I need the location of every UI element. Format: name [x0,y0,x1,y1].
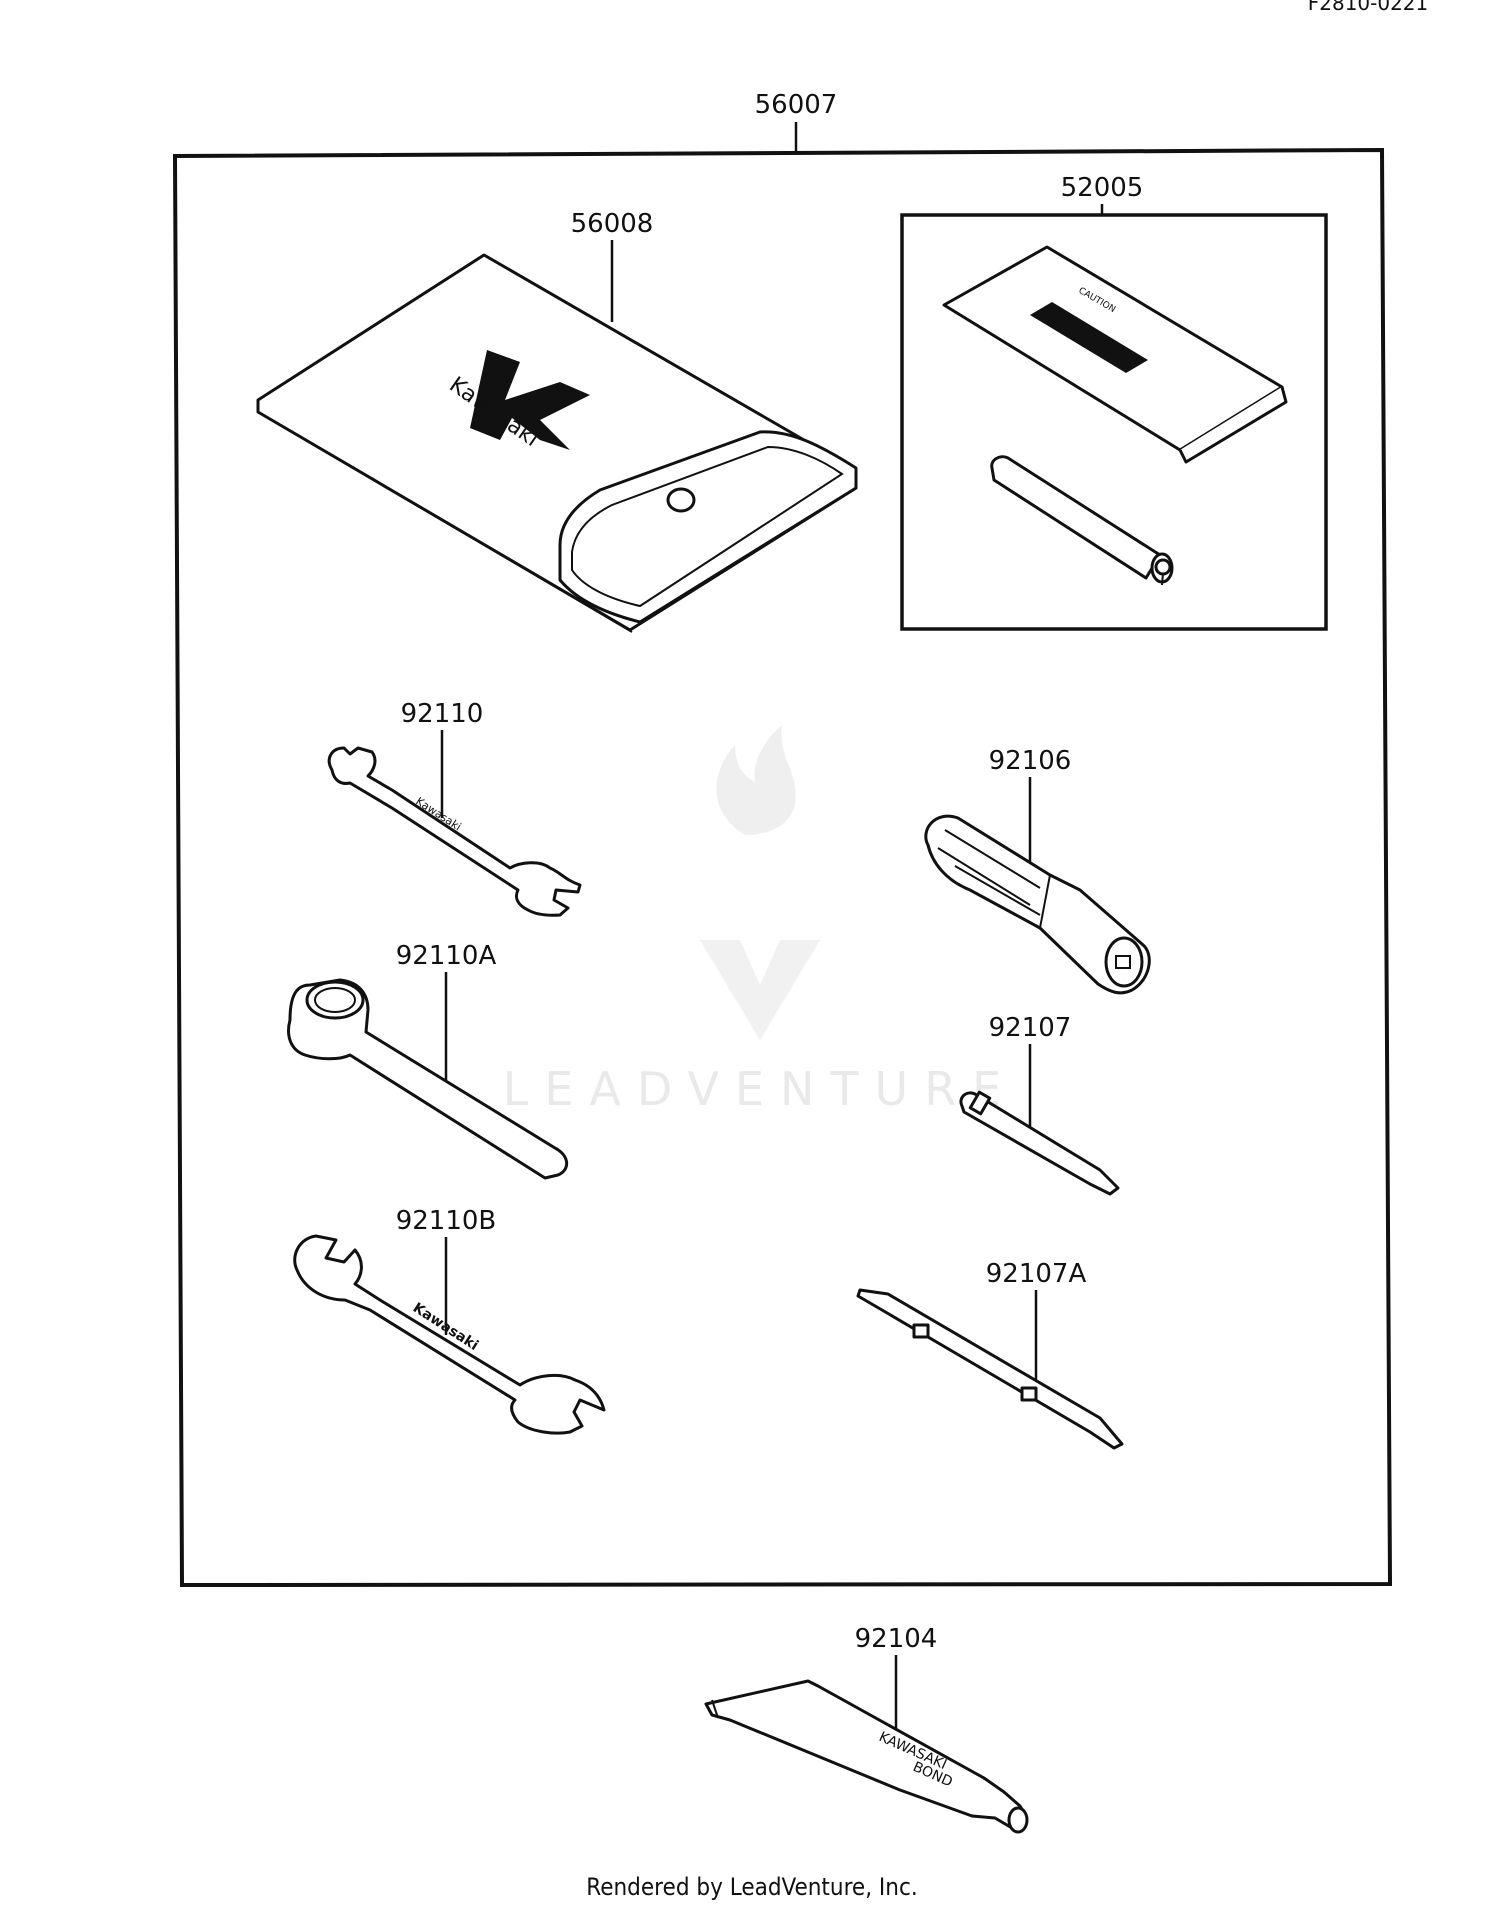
label-92107A: 92107A [986,1259,1087,1289]
kit-frame [172,147,1393,1588]
wrench-b-body [293,1234,606,1435]
footer-credit: Rendered by LeadVenture, Inc. [586,1873,917,1901]
watermark-text: LEADVENTURE [503,1062,1018,1116]
label-56008: 56008 [571,209,654,239]
grease-tube-small [990,455,1174,586]
screwdriver-92107: 92107 [959,1013,1120,1196]
handle-92106: 92106 [924,746,1151,995]
manual-set-52005: 52005 CAUTION [900,173,1328,631]
wrench-92110B: 92110B Kawasaki [293,1206,606,1435]
label-92107: 92107 [989,1013,1072,1043]
bond-tube-92104: 92104 KAWASAKI BOND [704,1624,1029,1834]
label-92110: 92110 [401,699,484,729]
wrench-92110: 92110 Kawasaki [327,699,582,917]
drawing-code: F2810-0221 [1308,0,1429,15]
kit-56007: 56007 [172,90,1393,1588]
pouch-snap [666,487,696,513]
screwdriver-92107A: 92107A [856,1259,1124,1450]
screwdriver-shaft [959,1091,1120,1196]
wrench-body [327,746,582,917]
box-wrench-92110A: 92110A [287,941,569,1180]
label-92110B: 92110B [396,1206,497,1236]
manual-set-frame [900,213,1328,631]
leadventure-watermark: LEADVENTURE [503,725,1018,1116]
pouch-56008: 56008 Kawasaki [256,209,858,633]
label-56007: 56007 [755,90,838,120]
pouch-flap [558,430,858,624]
label-92106: 92106 [989,746,1072,776]
label-92104: 92104 [855,1624,938,1654]
label-92110A: 92110A [396,941,497,971]
screwdriver-a-shaft [856,1288,1124,1450]
label-52005: 52005 [1061,173,1144,203]
box-wrench-body [287,978,569,1180]
tube-body [704,1679,988,1818]
handle-grip [924,814,1151,995]
